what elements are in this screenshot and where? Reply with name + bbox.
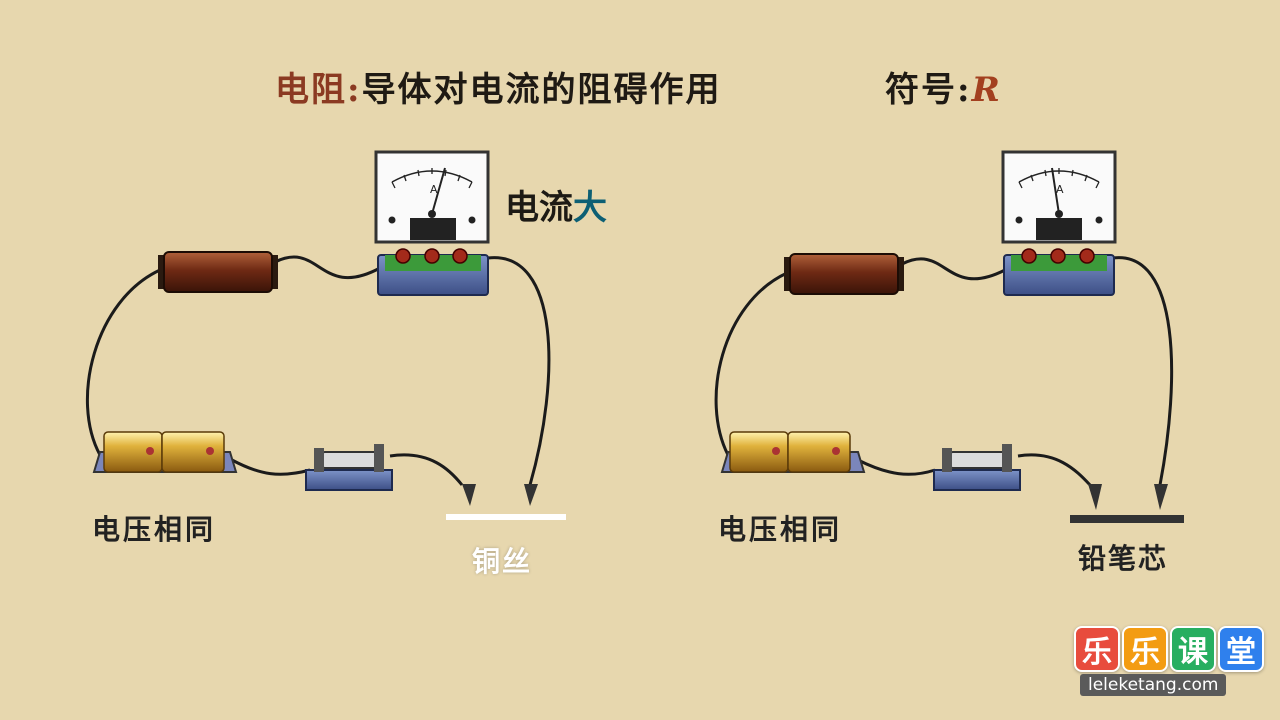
ammeter: A (1001, 150, 1117, 296)
wire (1112, 256, 1174, 486)
voltage-label-left: 电压相同 (92, 513, 217, 546)
resistor (784, 253, 904, 295)
logo-site: leleketang.com (1080, 674, 1227, 696)
logo-char: 堂 (1218, 626, 1264, 672)
wire (231, 458, 311, 476)
logo: 乐 乐 课 堂 leleketang.com (1074, 626, 1264, 700)
current-label: 电流大 (505, 180, 607, 229)
probe (462, 484, 476, 506)
logo-char: 乐 (1122, 626, 1168, 672)
wire (389, 453, 464, 486)
resistor (158, 251, 278, 293)
conductor-label-right: 铅笔芯 (1078, 542, 1169, 575)
wire (1017, 453, 1092, 487)
pencil-lead (1070, 515, 1184, 523)
wire (274, 255, 381, 280)
voltage-label-right: 电压相同 (718, 513, 843, 546)
switch (305, 444, 393, 491)
meter-letter: A (1056, 183, 1064, 196)
symbol-prefix: 符号: (885, 70, 972, 110)
page-title: 电阻:导体对电流的阻碍作用 (275, 62, 722, 114)
battery (720, 431, 866, 473)
battery (92, 431, 238, 473)
symbol-label: 符号:R (885, 62, 1002, 111)
meter-letter: A (430, 183, 438, 196)
left-circuit: A (86, 150, 566, 520)
wire (857, 458, 936, 476)
current-prefix: 电流 (505, 188, 573, 228)
logo-char: 乐 (1074, 626, 1120, 672)
switch (933, 444, 1021, 491)
conductor-label-left: 铜丝 (472, 545, 533, 578)
wire (714, 271, 788, 456)
copper-wire (446, 514, 566, 520)
ammeter: A (374, 150, 490, 296)
title-term: 电阻: (275, 70, 362, 110)
title-definition: 导体对电流的阻碍作用 (361, 70, 722, 110)
right-circuit: A (714, 150, 1184, 523)
logo-char: 课 (1170, 626, 1216, 672)
current-value: 大 (573, 188, 607, 228)
wire (86, 268, 161, 456)
probe (1088, 484, 1102, 510)
symbol-value: R (971, 70, 1002, 110)
wire (487, 256, 551, 486)
probe (524, 484, 538, 506)
wire (901, 257, 1006, 281)
probe (1154, 484, 1168, 510)
